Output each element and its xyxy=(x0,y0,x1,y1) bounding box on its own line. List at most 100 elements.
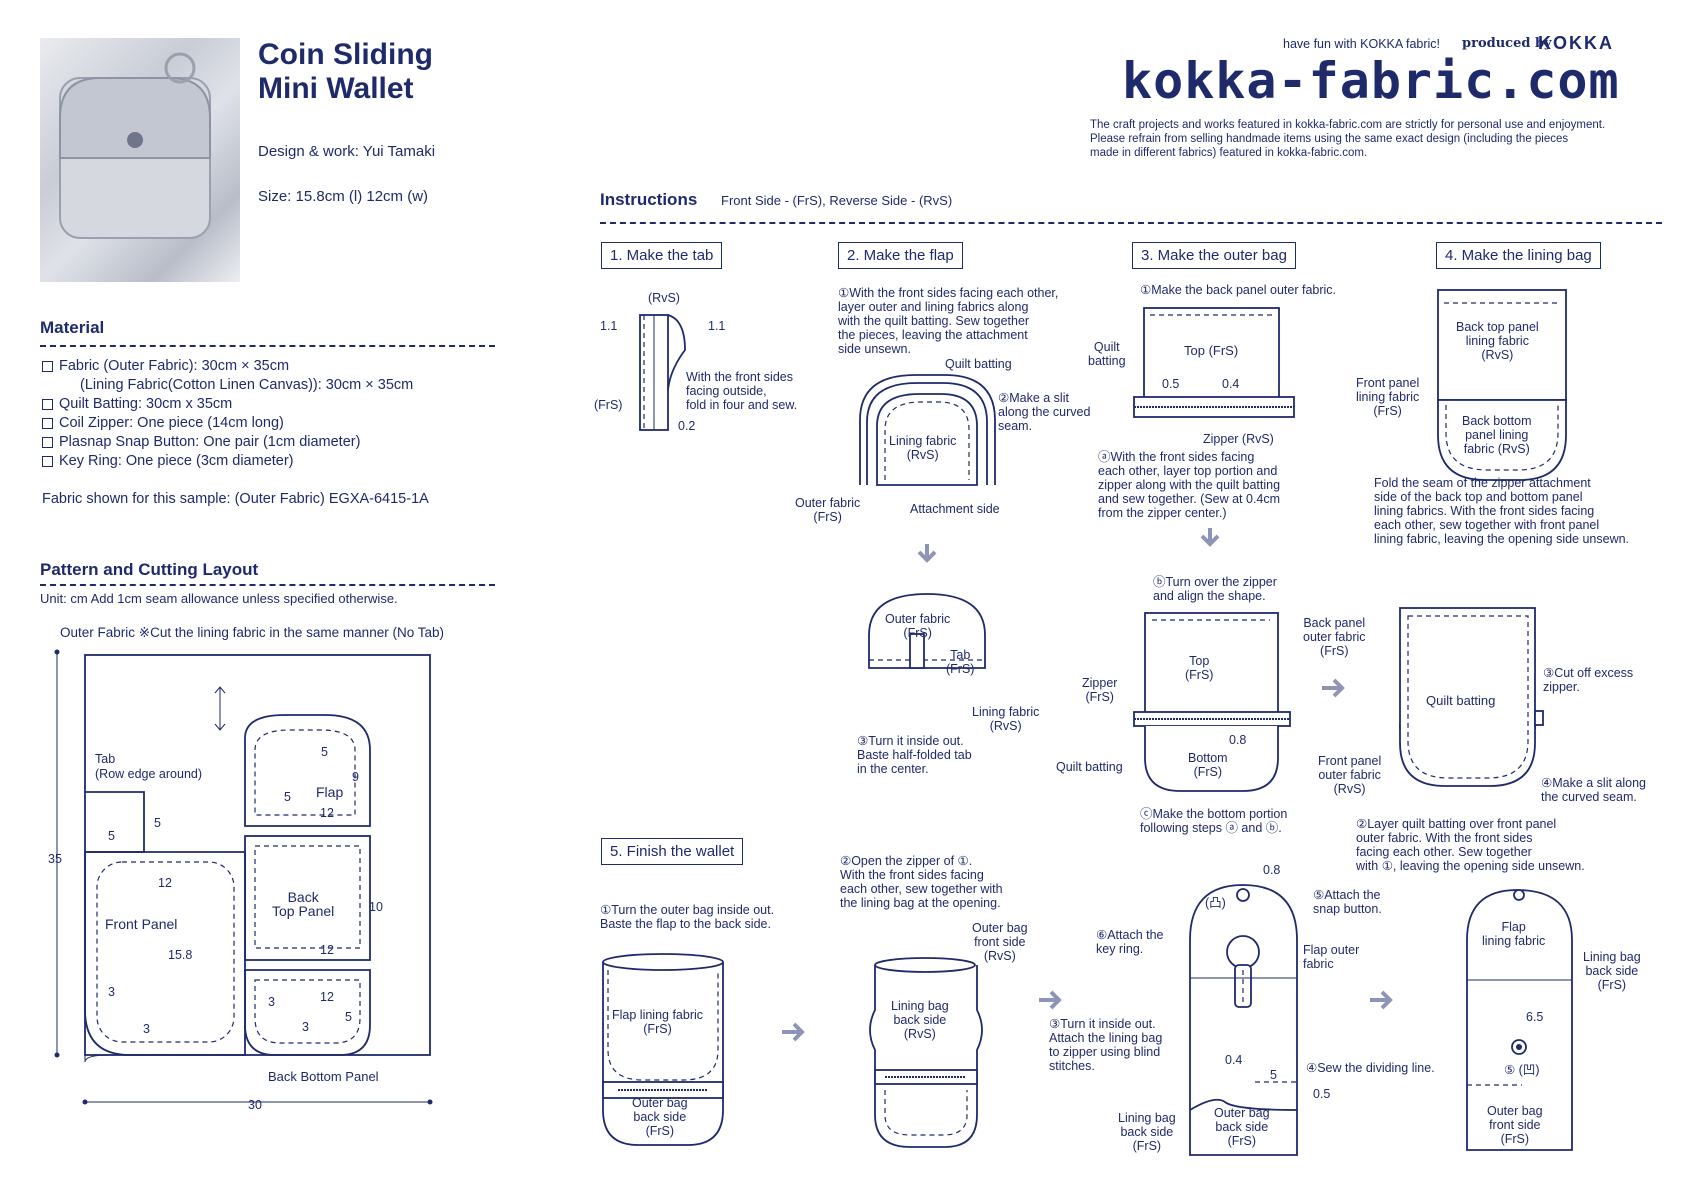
s4-note: Fold the seam of the zipper attachment s… xyxy=(1374,476,1630,546)
s3-dim: 0.4 xyxy=(1222,377,1240,391)
checkbox-icon xyxy=(42,360,53,372)
dim-12: 12 xyxy=(158,876,172,890)
s5-dim: 0.4 xyxy=(1225,1053,1243,1067)
s2-quilt: Quilt batting xyxy=(945,357,1012,371)
checkbox-icon xyxy=(42,436,53,448)
tab-fold-diagram xyxy=(639,314,686,431)
s1-note: With the front sides facing outside, fol… xyxy=(686,370,798,412)
s5-lining-bag-back-2: Lining bag back side (FrS) xyxy=(1583,950,1641,992)
s3-quilt: Quilt batting xyxy=(1088,340,1126,368)
material-list: Fabric (Outer Fabric): 30cm × 35cm (Lini… xyxy=(42,357,413,471)
s4-cut: ③Cut off excess zipper. xyxy=(1543,666,1634,694)
s2-outer-2: Outer fabric (FrS) xyxy=(885,612,951,640)
s5-note-1: ①Turn the outer bag inside out. Baste th… xyxy=(600,903,775,931)
s4-back-top: Back top panel lining fabric (RvS) xyxy=(1456,320,1539,362)
checkbox-icon xyxy=(42,398,53,410)
tab-piece xyxy=(85,791,145,853)
dim-35: 35 xyxy=(48,852,62,866)
s3-quilt-2: Quilt batting xyxy=(1056,760,1123,774)
s5-divide: ④Sew the dividing line. xyxy=(1306,1061,1435,1075)
dim-3: 3 xyxy=(143,1022,150,1036)
dim-12: 12 xyxy=(320,943,334,957)
outer-fabric-note: Outer Fabric ※Cut the lining fabric in t… xyxy=(60,625,444,640)
title-line-2: Mini Wallet xyxy=(258,72,414,105)
material-item: Key Ring: One piece (3cm diameter) xyxy=(42,452,413,471)
s2-lining-2: Lining fabric (RvS) xyxy=(972,705,1040,733)
right-arrow-icon xyxy=(1322,678,1345,698)
notice-line: Please refrain from selling handmade ite… xyxy=(1090,133,1569,145)
s5-concave: ⑤ (凹) xyxy=(1504,1063,1540,1077)
s3-note-a: ⓐWith the front sides facing each other,… xyxy=(1098,450,1281,520)
step-3-box: 3. Make the outer bag xyxy=(1132,242,1296,269)
back-top-piece xyxy=(244,835,371,961)
s5-flap-outer: Flap outer fabric xyxy=(1303,943,1360,971)
site-logo: kokka-fabric.com xyxy=(1122,52,1620,110)
material-item: Fabric (Outer Fabric): 30cm × 35cm xyxy=(42,357,413,376)
outer-bag-assembly-diagram xyxy=(1133,612,1291,792)
s4-layer: ②Layer quilt batting over front panel ou… xyxy=(1356,817,1585,873)
fabric-outline xyxy=(84,654,431,1056)
s5-outer-back-2: Outer bag back side (FrS) xyxy=(1214,1106,1270,1148)
s5-outer-front: Outer bag front side (RvS) xyxy=(972,921,1028,963)
s5-lining-back: Lining bag back side (RvS) xyxy=(891,999,949,1041)
right-arrow-icon xyxy=(1039,990,1062,1010)
material-item: Plasnap Snap Button: One pair (1cm diame… xyxy=(42,433,413,452)
dim-5: 5 xyxy=(154,816,161,830)
front-panel-piece xyxy=(84,851,246,1056)
s5-outer-front-2: Outer bag front side (FrS) xyxy=(1487,1104,1543,1146)
step-4-box: 4. Make the lining bag xyxy=(1436,242,1601,269)
s5-lining-bag-back: Lining bag back side (FrS) xyxy=(1118,1111,1176,1153)
s3-bottom: Bottom (FrS) xyxy=(1188,751,1228,779)
design-credit: Design & work: Yui Tamaki xyxy=(258,143,436,160)
pattern-divider xyxy=(40,584,495,586)
material-item: Quilt Batting: 30cm x 35cm xyxy=(42,395,413,414)
cutting-layout-diagram xyxy=(54,649,433,1105)
material-item: (Lining Fabric(Cotton Linen Canvas)): 30… xyxy=(80,377,414,393)
outer-bag-inside-out-diagram xyxy=(602,953,724,1146)
s1-frs: (FrS) xyxy=(594,398,623,412)
s2-slit: ②Make a slit along the curved seam. xyxy=(998,391,1091,433)
s3-dim: 0.8 xyxy=(1229,733,1247,747)
right-arrow-icon xyxy=(1370,990,1393,1010)
lining-insert-diagram xyxy=(869,957,983,1148)
finished-wallet-back-diagram xyxy=(1466,889,1573,1151)
side-legend: Front Side - (FrS), Reverse Side - (RvS) xyxy=(721,193,953,208)
dim-12: 12 xyxy=(320,990,334,1004)
s3-note-c: ⓒMake the bottom portion following steps… xyxy=(1140,807,1288,835)
notice-line: made in different fabrics) featured in k… xyxy=(1090,147,1368,159)
s3-top: Top (FrS) xyxy=(1184,343,1239,358)
s5-flap-lining: Flap lining fabric (FrS) xyxy=(612,1008,704,1036)
dim-15.8: 15.8 xyxy=(168,948,193,962)
s5-dim: 0.5 xyxy=(1313,1087,1331,1101)
finished-wallet-diagram xyxy=(1189,884,1298,1156)
step-1-box: 1. Make the tab xyxy=(601,242,723,269)
instructions-heading: Instructions xyxy=(600,190,698,209)
back-panel-top-diagram xyxy=(1133,307,1295,418)
s4-front-outer: Front panel outer fabric (RvS) xyxy=(1318,754,1382,796)
instructions-divider xyxy=(600,222,1662,224)
back-top-label: Back Top Panel xyxy=(272,889,335,919)
s5-outer-back: Outer bag back side (FrS) xyxy=(632,1096,688,1138)
flap-layer-diagram xyxy=(859,374,996,486)
s5-key: ⑥Attach the key ring. xyxy=(1096,928,1164,956)
s1-dim: 0.2 xyxy=(678,419,696,433)
s5-dim: 0.8 xyxy=(1263,863,1281,877)
s2-tab: Tab (FrS) xyxy=(946,648,975,676)
s3-note-b: ⓑTurn over the zipper and align the shap… xyxy=(1153,575,1277,603)
s1-dim: 1.1 xyxy=(708,319,726,333)
right-arrow-icon xyxy=(782,1022,805,1042)
s4-back-outer: Back panel outer fabric (FrS) xyxy=(1303,616,1366,658)
down-arrow-icon xyxy=(1200,528,1220,547)
s3-note-1: ①Make the back panel outer fabric. xyxy=(1140,283,1337,297)
step-2-box: 2. Make the flap xyxy=(838,242,963,269)
lining-bag-quilt-diagram xyxy=(1399,607,1544,787)
checkbox-icon xyxy=(42,417,53,429)
s4-front: Front panel lining fabric (FrS) xyxy=(1356,376,1420,418)
s2-note-3: ③Turn it inside out. Baste half-folded t… xyxy=(857,734,972,776)
s5-convex: (凸) xyxy=(1205,896,1226,910)
s2-lining: Lining fabric (RvS) xyxy=(889,434,957,462)
dim-30: 30 xyxy=(248,1098,262,1112)
flap-turned-diagram xyxy=(868,593,986,669)
title-line-1: Coin Sliding xyxy=(258,38,433,71)
tab-sublabel: (Row edge around) xyxy=(95,767,203,781)
